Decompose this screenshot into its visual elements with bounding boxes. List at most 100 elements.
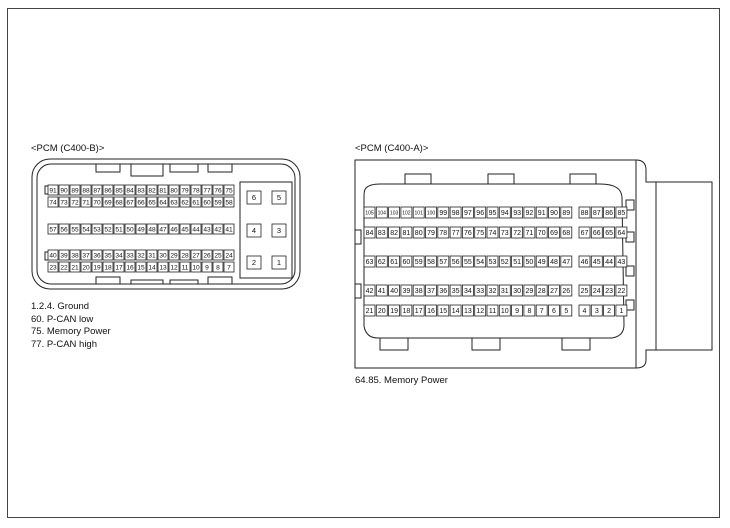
pin: 44: [190, 223, 202, 235]
pin-cell: [168, 196, 180, 208]
pin-number: 1: [619, 308, 623, 315]
pin: 13: [461, 304, 474, 317]
pin-cell: [190, 249, 202, 261]
pin: 58: [425, 255, 437, 268]
pin: 82: [146, 184, 158, 196]
pin: 76: [212, 184, 224, 196]
pin: 78: [190, 184, 202, 196]
pin: 42: [212, 223, 224, 235]
pin-cell: [80, 184, 92, 196]
pin-number: 70: [93, 199, 101, 206]
diagram-frame: [7, 8, 720, 518]
pin-cell: [223, 261, 235, 273]
pin-number: 4: [252, 226, 256, 235]
pin: 5: [560, 304, 573, 317]
pin-number: 41: [378, 288, 386, 295]
pin-cell: [201, 196, 213, 208]
pin-number: 48: [550, 259, 558, 266]
pin-number: 76: [214, 187, 222, 194]
pin-number: 95: [489, 210, 497, 217]
pin-number: 7: [227, 264, 231, 271]
pin: 79: [425, 226, 437, 239]
pin-number: 36: [93, 252, 101, 259]
pin: 84: [363, 226, 376, 239]
pin-number: 34: [115, 252, 123, 259]
pin-number: 65: [605, 230, 613, 237]
pin-number: 80: [170, 187, 178, 194]
pin: 13: [157, 261, 169, 273]
pin-number: 80: [415, 230, 423, 237]
pin-number: 79: [427, 230, 435, 237]
pin-cell: [102, 249, 114, 261]
pin-cell: [486, 255, 499, 268]
pin-number: 14: [452, 308, 460, 315]
pin: 34: [461, 284, 474, 297]
pin-cell: [212, 184, 224, 196]
pin-number: 76: [464, 230, 472, 237]
pin-number: 20: [378, 308, 386, 315]
pin: 98: [449, 206, 462, 219]
pin: 73: [58, 196, 70, 208]
pin-number: 45: [181, 226, 189, 233]
pin-number: 40: [390, 288, 398, 295]
pin-number: 98: [452, 210, 460, 217]
pin: 19: [388, 304, 401, 317]
pin-cell: [80, 223, 92, 235]
pin-number: 69: [550, 230, 558, 237]
pin-cell: [486, 304, 499, 317]
pin-cell: [498, 304, 511, 317]
pin-number: 40: [49, 252, 57, 259]
pin: 90: [58, 184, 70, 196]
pin-number: 57: [49, 226, 57, 233]
pin: 91: [47, 184, 59, 196]
pin-cell: [560, 304, 573, 317]
pin: 24: [223, 249, 235, 261]
pin-number: 83: [137, 187, 145, 194]
pin-cell: [523, 226, 536, 239]
pin-cell: [603, 226, 615, 239]
pin-number: 42: [214, 226, 222, 233]
pin-cell: [449, 206, 462, 219]
pin-cell: [135, 196, 147, 208]
pin-cell: [375, 226, 388, 239]
pin: 75: [474, 226, 487, 239]
pin-cell: [135, 261, 147, 273]
pin-number: 12: [170, 264, 178, 271]
pin-cell: [535, 255, 548, 268]
pin: 2: [603, 304, 615, 317]
pin-number: 64: [618, 230, 626, 237]
pin-number: 71: [82, 199, 90, 206]
pin-cell: [511, 226, 524, 239]
pin-cell: [449, 304, 462, 317]
pin-cell: [179, 196, 191, 208]
pin: 67: [124, 196, 136, 208]
pin-cell: [375, 284, 388, 297]
pin: 10: [190, 261, 202, 273]
pin-number: 93: [513, 210, 521, 217]
pin: 5: [271, 190, 287, 205]
pin: 64: [615, 226, 628, 239]
pin-cell: [590, 284, 603, 297]
pin-number: 22: [618, 288, 626, 295]
pin-cell: [511, 255, 524, 268]
pin: 34: [113, 249, 125, 261]
pin: 6: [246, 190, 262, 205]
pin-cell: [223, 184, 235, 196]
pin: 82: [388, 226, 401, 239]
pin: 70: [91, 196, 103, 208]
pin-number: 3: [277, 226, 281, 235]
pin-cell: [603, 255, 615, 268]
pin-cell: [124, 196, 136, 208]
pin: 50: [523, 255, 536, 268]
note-pcan-low: 60. P-CAN low: [31, 313, 94, 325]
pin-number: 7: [540, 308, 544, 315]
pin-cell: [375, 304, 388, 317]
pin-cell: [271, 190, 287, 205]
pin-cell: [212, 249, 224, 261]
pin-number: 89: [562, 210, 570, 217]
pin: 47: [560, 255, 573, 268]
pin-number: 56: [60, 226, 68, 233]
pin: 102: [400, 206, 413, 219]
pin-cell: [486, 226, 499, 239]
